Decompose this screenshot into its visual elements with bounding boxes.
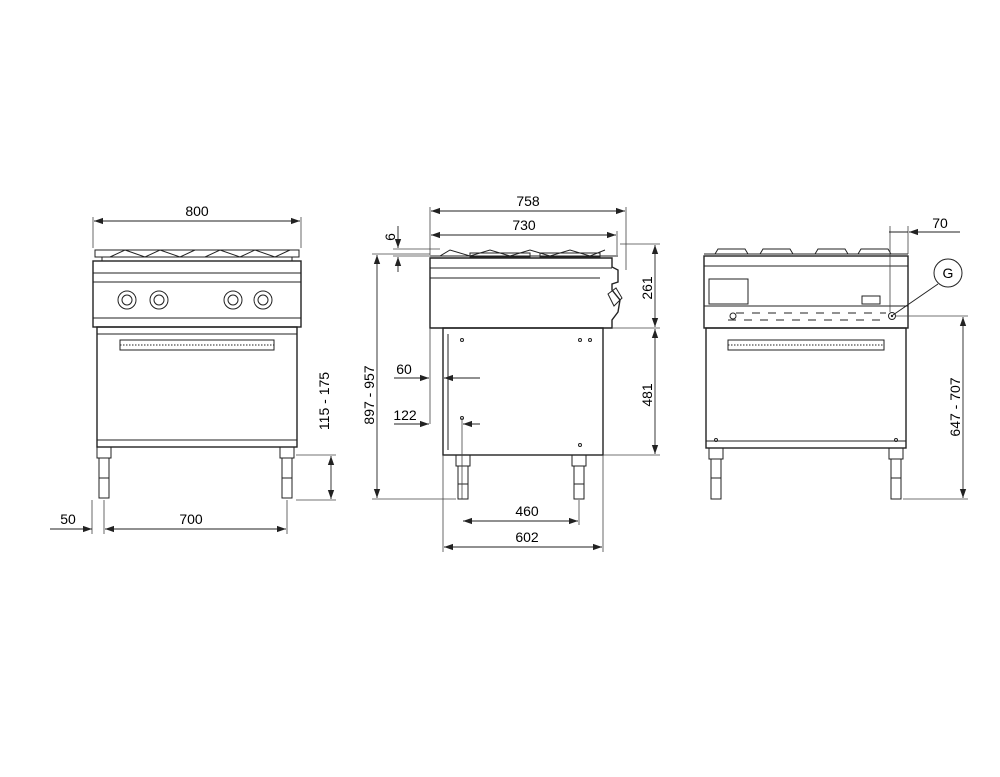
dim-261: 261 — [639, 276, 655, 300]
rear-lower-body — [705, 327, 907, 449]
rear-leg-left — [708, 447, 724, 500]
front-vent-grille — [119, 339, 275, 351]
dim-460: 460 — [515, 503, 539, 519]
side-knob — [607, 287, 623, 307]
dim-647-707: 647 - 707 — [947, 377, 963, 436]
dim-70: 70 — [932, 215, 948, 231]
front-leg-left — [96, 446, 112, 499]
dim-115-175: 115 - 175 — [316, 372, 332, 430]
dim-800: 800 — [185, 203, 209, 219]
dim-481: 481 — [639, 383, 655, 407]
front-knob-1 — [117, 290, 137, 310]
front-knob-3 — [223, 290, 243, 310]
dim-758: 758 — [516, 193, 540, 209]
dim-700: 700 — [179, 511, 203, 527]
front-knob-2 — [149, 290, 169, 310]
side-leg-rear — [571, 454, 587, 500]
front-view: 800 700 50 115 - 175 — [50, 203, 336, 534]
rear-screw — [729, 312, 737, 320]
side-view: 758 730 6 897 - 957 60 122 261 481 — [361, 193, 660, 552]
gas-label: G — [943, 265, 954, 281]
gas-callout-circle — [933, 258, 963, 288]
side-burner-grates — [430, 249, 618, 258]
gas-callout-leader — [892, 283, 939, 316]
rear-view: 70 G 647 - 707 — [703, 215, 968, 500]
dim-122: 122 — [393, 407, 417, 423]
rear-data-plate — [861, 295, 881, 305]
dim-602: 602 — [515, 529, 539, 545]
front-leg-right — [279, 446, 295, 499]
dim-50: 50 — [60, 511, 76, 527]
rear-upper-body — [703, 255, 909, 329]
front-knob-4 — [253, 290, 273, 310]
side-leg-front — [455, 454, 471, 500]
dim-897-957: 897 - 957 — [361, 365, 377, 424]
rear-burner-grates — [704, 248, 908, 255]
side-oven-body — [442, 327, 604, 456]
dim-6: 6 — [382, 233, 398, 241]
dim-60: 60 — [396, 361, 412, 377]
rear-leg-right — [888, 447, 904, 500]
rear-access-panel — [708, 278, 749, 305]
front-burner-grates — [94, 249, 300, 262]
rear-vent-slots — [728, 312, 886, 321]
dim-730: 730 — [512, 217, 536, 233]
